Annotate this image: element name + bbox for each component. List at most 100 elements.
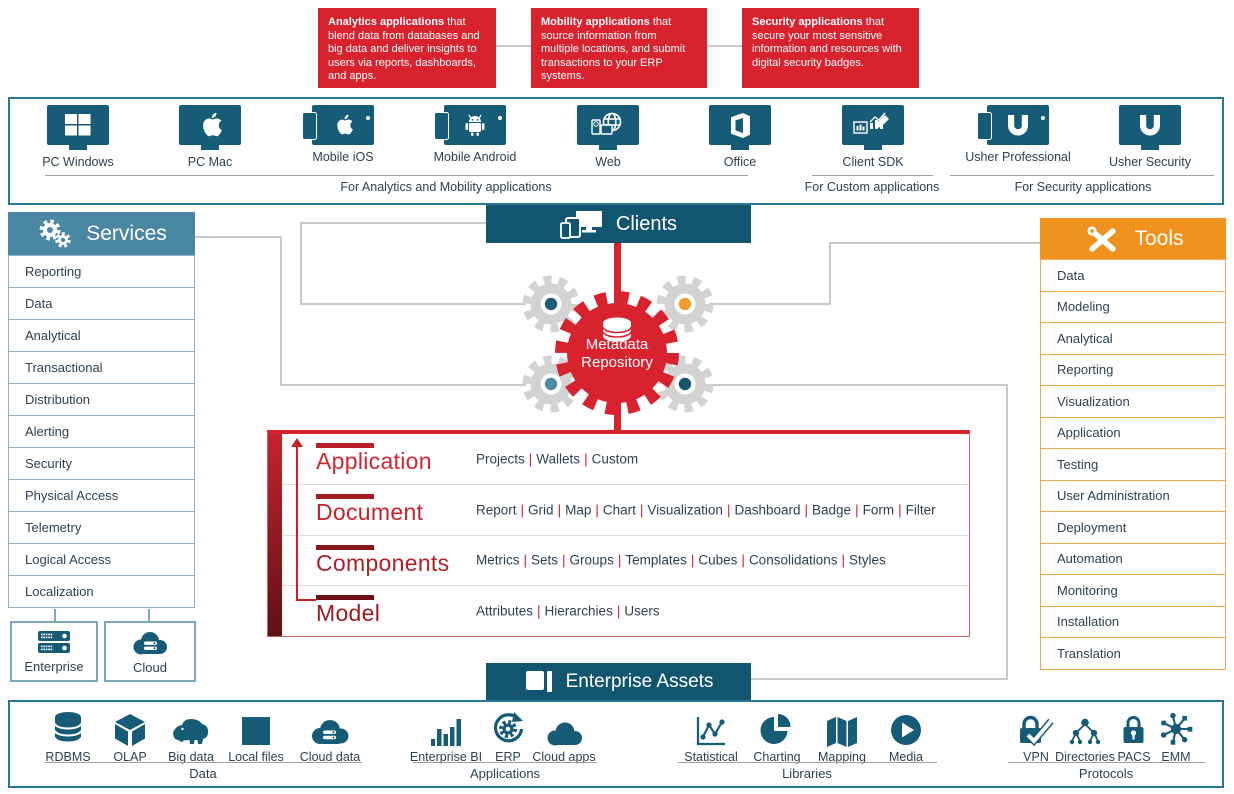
client-group-line bbox=[45, 175, 748, 176]
connector-line bbox=[300, 303, 526, 305]
asset-label: Big data bbox=[168, 750, 214, 764]
asset-rdbms: RDBMS bbox=[13, 706, 123, 764]
asset-charting: Charting bbox=[722, 706, 832, 764]
line-chart-icon bbox=[696, 717, 725, 746]
asset-group-line bbox=[678, 762, 937, 763]
callout-text: that secure your most sensitive informat… bbox=[752, 16, 902, 69]
tools-header: Tools bbox=[1040, 218, 1226, 260]
client-group-caption: For Security applications bbox=[1014, 180, 1152, 194]
server-icon bbox=[38, 630, 70, 653]
asset-local-files: Local files bbox=[201, 706, 311, 764]
client-group-line bbox=[950, 175, 1214, 176]
asset-emm: EMM bbox=[1121, 706, 1231, 764]
metadata-repository-label: Metadata Repository bbox=[552, 336, 682, 372]
callout-title: Mobility applications bbox=[541, 16, 650, 28]
usher-icon bbox=[1140, 114, 1160, 135]
tool-item: Testing bbox=[1040, 448, 1226, 481]
enterprise-assets-label: Enterprise Assets bbox=[565, 670, 714, 692]
square-icon bbox=[242, 717, 270, 745]
client-label: PC Mac bbox=[187, 155, 233, 169]
client-group-caption: For Analytics and Mobility applications bbox=[340, 180, 552, 194]
client-label: Mobile Android bbox=[433, 150, 517, 164]
service-item: Transactional bbox=[8, 351, 195, 384]
asset-label: Charting bbox=[753, 750, 801, 764]
object-item: Grid| bbox=[528, 502, 562, 518]
monitor-stand bbox=[599, 145, 617, 150]
row-label: Application bbox=[316, 448, 432, 474]
tool-item: Installation bbox=[1040, 605, 1226, 638]
connector-line bbox=[829, 242, 831, 305]
asset-label: RDBMS bbox=[45, 750, 91, 764]
object-row-application: Application Projects|Wallets|Custom| bbox=[282, 434, 969, 485]
node-label: Enterprise bbox=[24, 658, 84, 674]
client-mobile-android: Mobile Android bbox=[415, 105, 535, 164]
asset-label: OLAP bbox=[113, 750, 147, 764]
monitor-stand bbox=[864, 145, 882, 150]
connector-line bbox=[280, 384, 526, 386]
phone-icon bbox=[434, 112, 449, 140]
node-label: Cloud bbox=[133, 659, 167, 675]
object-item: Filter| bbox=[905, 502, 936, 518]
callout-analytics: Analytics applications that blend data f… bbox=[318, 8, 496, 88]
object-item: Custom| bbox=[591, 451, 639, 467]
usher-phone-icon bbox=[1008, 114, 1028, 135]
asset-olap: OLAP bbox=[75, 706, 185, 764]
object-item: Badge| bbox=[812, 502, 859, 518]
asset-label: PACS bbox=[1117, 750, 1151, 764]
monitor-stand bbox=[731, 145, 749, 150]
enterprise-assets-band bbox=[8, 700, 1224, 788]
object-item: Attributes| bbox=[476, 603, 541, 619]
dot bbox=[498, 116, 502, 120]
object-item: Groups| bbox=[569, 552, 622, 568]
monitor-stand bbox=[1141, 145, 1159, 150]
tool-item: Modeling bbox=[1040, 290, 1226, 323]
map-icon bbox=[827, 717, 857, 747]
asset-label: Mapping bbox=[818, 750, 866, 764]
object-item: Cubes| bbox=[698, 552, 745, 568]
clients-header-label: Clients bbox=[615, 212, 678, 235]
object-item: Metrics| bbox=[476, 552, 528, 568]
asset-label: ERP bbox=[495, 750, 521, 764]
tool-item: User Administration bbox=[1040, 479, 1226, 512]
asset-label: VPN bbox=[1023, 750, 1049, 764]
client-label: Client SDK bbox=[842, 155, 904, 169]
service-item: Reporting bbox=[8, 255, 195, 288]
dot bbox=[1041, 116, 1045, 120]
object-item: Report| bbox=[476, 502, 525, 518]
service-item: Telemetry bbox=[8, 511, 195, 544]
globe-devices-icon bbox=[591, 112, 622, 135]
office-icon bbox=[731, 112, 750, 138]
asset-label: Local files bbox=[228, 750, 284, 764]
table-accent-bar bbox=[268, 434, 282, 636]
devices-icon bbox=[560, 211, 602, 239]
up-arrow-line bbox=[296, 446, 298, 601]
service-item: Logical Access bbox=[8, 543, 195, 576]
client-usher-professional: Usher Professional bbox=[958, 105, 1078, 164]
client-label: Web bbox=[595, 155, 621, 169]
enterprise-node: Enterprise bbox=[10, 621, 98, 682]
connector-line bbox=[300, 222, 302, 305]
cloud-database-icon bbox=[312, 720, 349, 744]
elephant-icon bbox=[173, 719, 209, 744]
tool-item: Data bbox=[1040, 259, 1226, 292]
padlock-icon bbox=[1123, 716, 1144, 743]
connector-line bbox=[280, 236, 282, 386]
client-usher-security: Usher Security bbox=[1090, 105, 1210, 169]
tool-item: Reporting bbox=[1040, 353, 1226, 386]
asset-group-line bbox=[1008, 762, 1205, 763]
callout-title: Analytics applications bbox=[328, 16, 445, 28]
asset-group-line bbox=[413, 762, 597, 763]
service-item: Alerting bbox=[8, 415, 195, 448]
asset-cloud-data: Cloud data bbox=[275, 706, 385, 764]
asset-group-caption: Libraries bbox=[782, 766, 832, 781]
asset-big-data: Big data bbox=[136, 706, 246, 764]
asset-media: Media bbox=[851, 706, 961, 764]
service-item: Analytical bbox=[8, 319, 195, 352]
sdk-screens-icon bbox=[853, 112, 889, 134]
enterprise-assets-header: Enterprise Assets bbox=[486, 663, 751, 700]
connector-line bbox=[709, 303, 831, 305]
row-items: Attributes|Hierarchies|Users| bbox=[476, 604, 660, 619]
gear-icon bbox=[656, 275, 714, 333]
